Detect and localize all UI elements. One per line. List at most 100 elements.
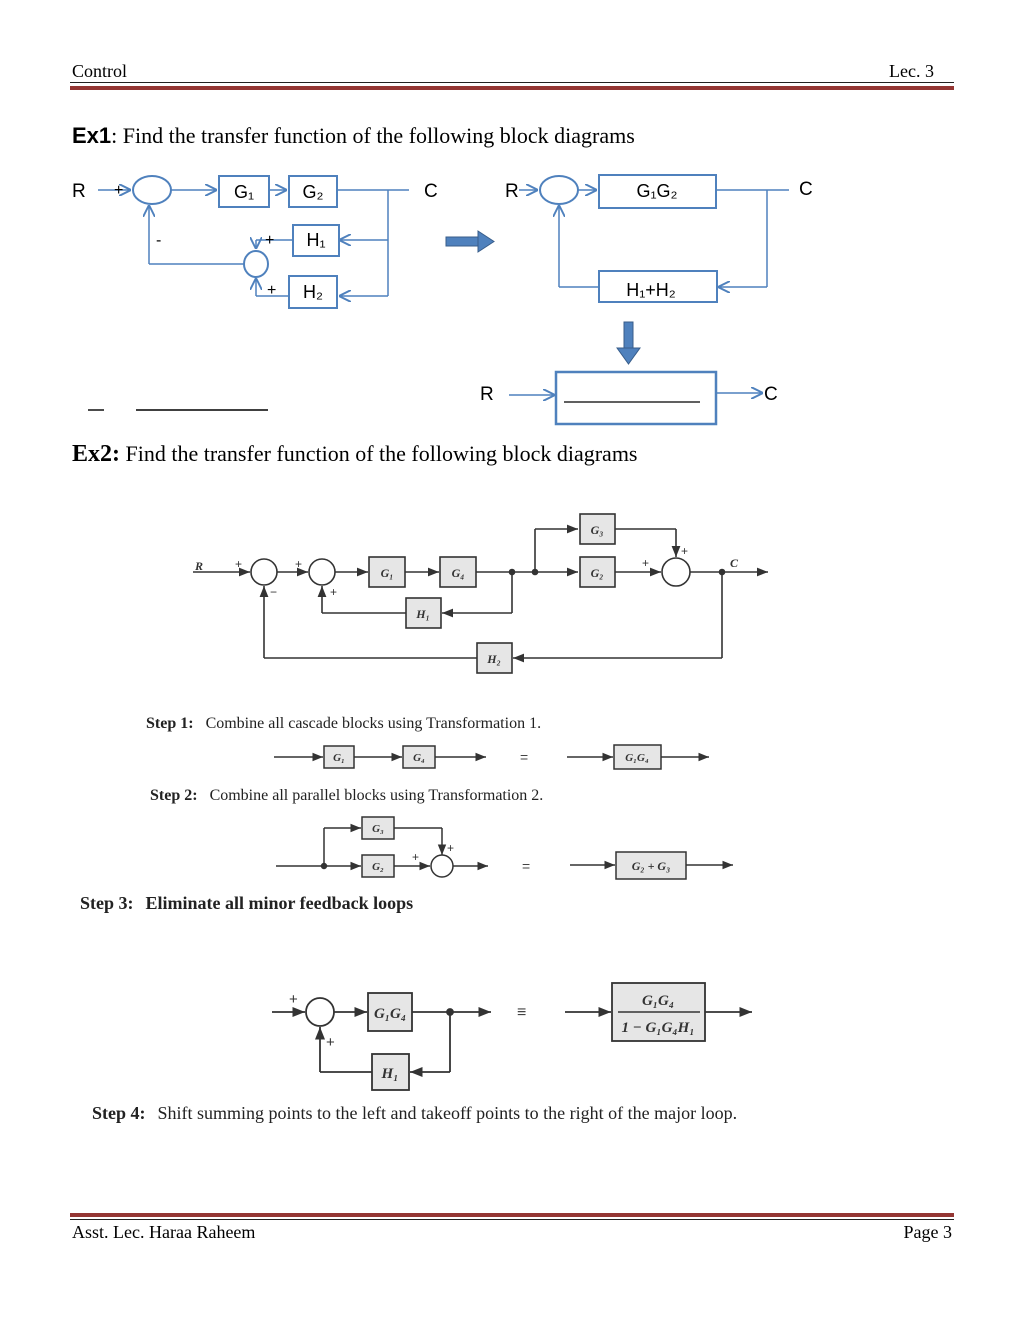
ex1b-feedback-label: H₁+H₂ [626,280,676,300]
header-rule-thick [70,86,954,90]
header-lecture: Lec. 3 [889,61,934,81]
ex1-heading: Ex1: Find the transfer function of the f… [72,123,635,149]
step1-block-result [613,744,662,770]
ex1a-inner-summing-junction [243,250,269,278]
step1-diagram: G₁ G₄ = G₁G₄ [274,744,709,770]
step-1-label: Step 1: [146,715,194,732]
step2-result-label: G₂ + G₃ [632,859,671,873]
step-3-label: Step 3: [80,893,134,913]
step3-equals: ≡ [517,1004,526,1021]
ex1a-g1-label: G₁ [234,182,254,202]
step1-result-label: G₁G₄ [625,752,649,764]
ex2-summing-junction-1 [250,558,278,586]
ex1a-g2-label: G₂ [303,182,324,202]
step3-block-h1 [371,1053,410,1091]
ex1-diagram-a: R + G₁ G₂ C H₁ H₂ + + - [72,175,438,309]
ex2-sum2-plus-top: + [295,557,302,571]
ex2-g3-label: G₃ [591,523,604,537]
ex2-g4-label: G₄ [452,566,465,580]
ex1a-block-g2 [288,175,338,208]
ex1a-h1-label: H₁ [306,230,325,250]
ex1a-inner-plus-bottom: + [267,282,276,299]
ex1c-input-label: R [480,384,494,405]
step3-plus-left: + [289,991,298,1008]
step3-h1-label: H₁ [381,1066,399,1082]
step3-diagram: + G₁G₄ H₁ + ≡ G₁G₄ 1 − G₁G₄H₁ [272,982,752,1091]
step1-g1-label: G₁ [333,752,345,764]
ex2-block-h2 [476,642,513,674]
step-4-text: Shift summing points to the left and tak… [157,1103,738,1123]
ex1b-input-label: R [505,181,519,202]
ex2-g1-label: G₁ [381,566,394,580]
ex2-summing-junction-3 [661,557,691,587]
ex1-text: : Find the transfer function of the foll… [111,123,635,148]
ex2-input-label: R [194,559,203,573]
ex1a-output-label: C [424,181,438,202]
footer-rule [70,1219,954,1220]
step-1: Step 1: Combine all cascade blocks using … [146,715,541,733]
step-2-label: Step 2: [150,787,198,804]
step2-equals: = [522,858,530,874]
step3-result-numerator: G₁G₄ [642,993,674,1009]
step-3-text: Eliminate all minor feedback loops [145,893,414,913]
step1-equals: = [520,749,528,765]
step-3: Step 3: Eliminate all minor feedback loop… [80,893,413,914]
step2-diagram: G₃ G₂ + + = G₂ + G₃ [276,816,733,880]
footer-page-number: Page 3 [903,1222,953,1242]
ex2-block-g4 [439,556,477,588]
footer-rule-thick [70,1213,954,1217]
ex1a-h2-label: H₂ [303,282,323,302]
ex2-label: Ex2: [72,441,120,467]
ex1-reduction-arrow-right [445,230,495,253]
ex1b-output-label: C [799,179,813,200]
ex2-sum1-minus: − [270,585,277,599]
step2-g3-label: G₃ [372,823,384,835]
step3-summing-junction [305,997,335,1027]
ex2-block-h1 [405,597,442,629]
ex2-h2-label: H₂ [486,652,501,666]
step2-g2-label: G₂ [372,861,384,873]
step3-plus-bottom: + [326,1034,335,1051]
ex2-sum1-plus: + [235,557,242,571]
ex1b-summing-junction [539,175,579,205]
step3-result-denominator: 1 − G₁G₄H₁ [621,1020,694,1036]
step-2-text: Combine all parallel blocks using Transf… [209,787,544,804]
ex2-text: Find the transfer function of the follow… [120,441,638,466]
step2-plus-left: + [412,850,419,864]
ex2-sum3-plus-left: + [642,556,649,570]
ex2-h1-label: H₁ [415,607,430,621]
step3-block-forward [367,992,413,1032]
ex1a-inner-plus-top: + [265,232,274,249]
step-1-text: Combine all cascade blocks using Transfo… [205,715,542,732]
ex2-block-g2 [579,556,616,588]
ex1c-answer-block [554,370,718,426]
step-2: Step 2: Combine all parallel blocks using… [150,787,543,805]
ex1a-input-label: R [72,181,86,202]
step2-summing-junction [430,854,454,878]
ex1-diagram-b: R G₁G₂ C H₁+H₂ [505,174,813,303]
step-4-label: Step 4: [92,1103,146,1123]
ex1-reduction-arrow-down [616,321,641,365]
step3-forward-label: G₁G₄ [374,1006,406,1022]
step2-block-result [615,851,687,880]
ex2-sum3-plus-top: + [681,544,688,558]
ex1a-summing-junction [132,175,172,205]
header-course: Control [72,61,128,81]
ex2-g2-label: G₂ [591,566,604,580]
ex1a-block-g1 [218,175,270,208]
ex1b-block-forward [598,174,717,209]
ex2-summing-junction-2 [308,558,336,586]
ex2-main-diagram: R + − + + G₁ G₄ G₃ G₂ + + C [193,513,768,674]
ex1c-output-label: C [764,384,778,405]
ex2-sum2-plus-bottom: + [330,585,337,599]
ex1-label: Ex1 [72,123,112,148]
header-rule [70,82,954,83]
ex1a-plus-sign: + [114,182,123,199]
ex1b-forward-label: G₁G₂ [636,181,677,201]
step2-plus-top: + [447,841,454,855]
step-4: Step 4: Shift summing points to the left … [92,1103,737,1124]
ex1a-minus-sign: - [156,232,161,249]
footer-author: Asst. Lec. Haraa Raheem [72,1222,256,1242]
ex1-diagram-c: R C [480,370,778,426]
